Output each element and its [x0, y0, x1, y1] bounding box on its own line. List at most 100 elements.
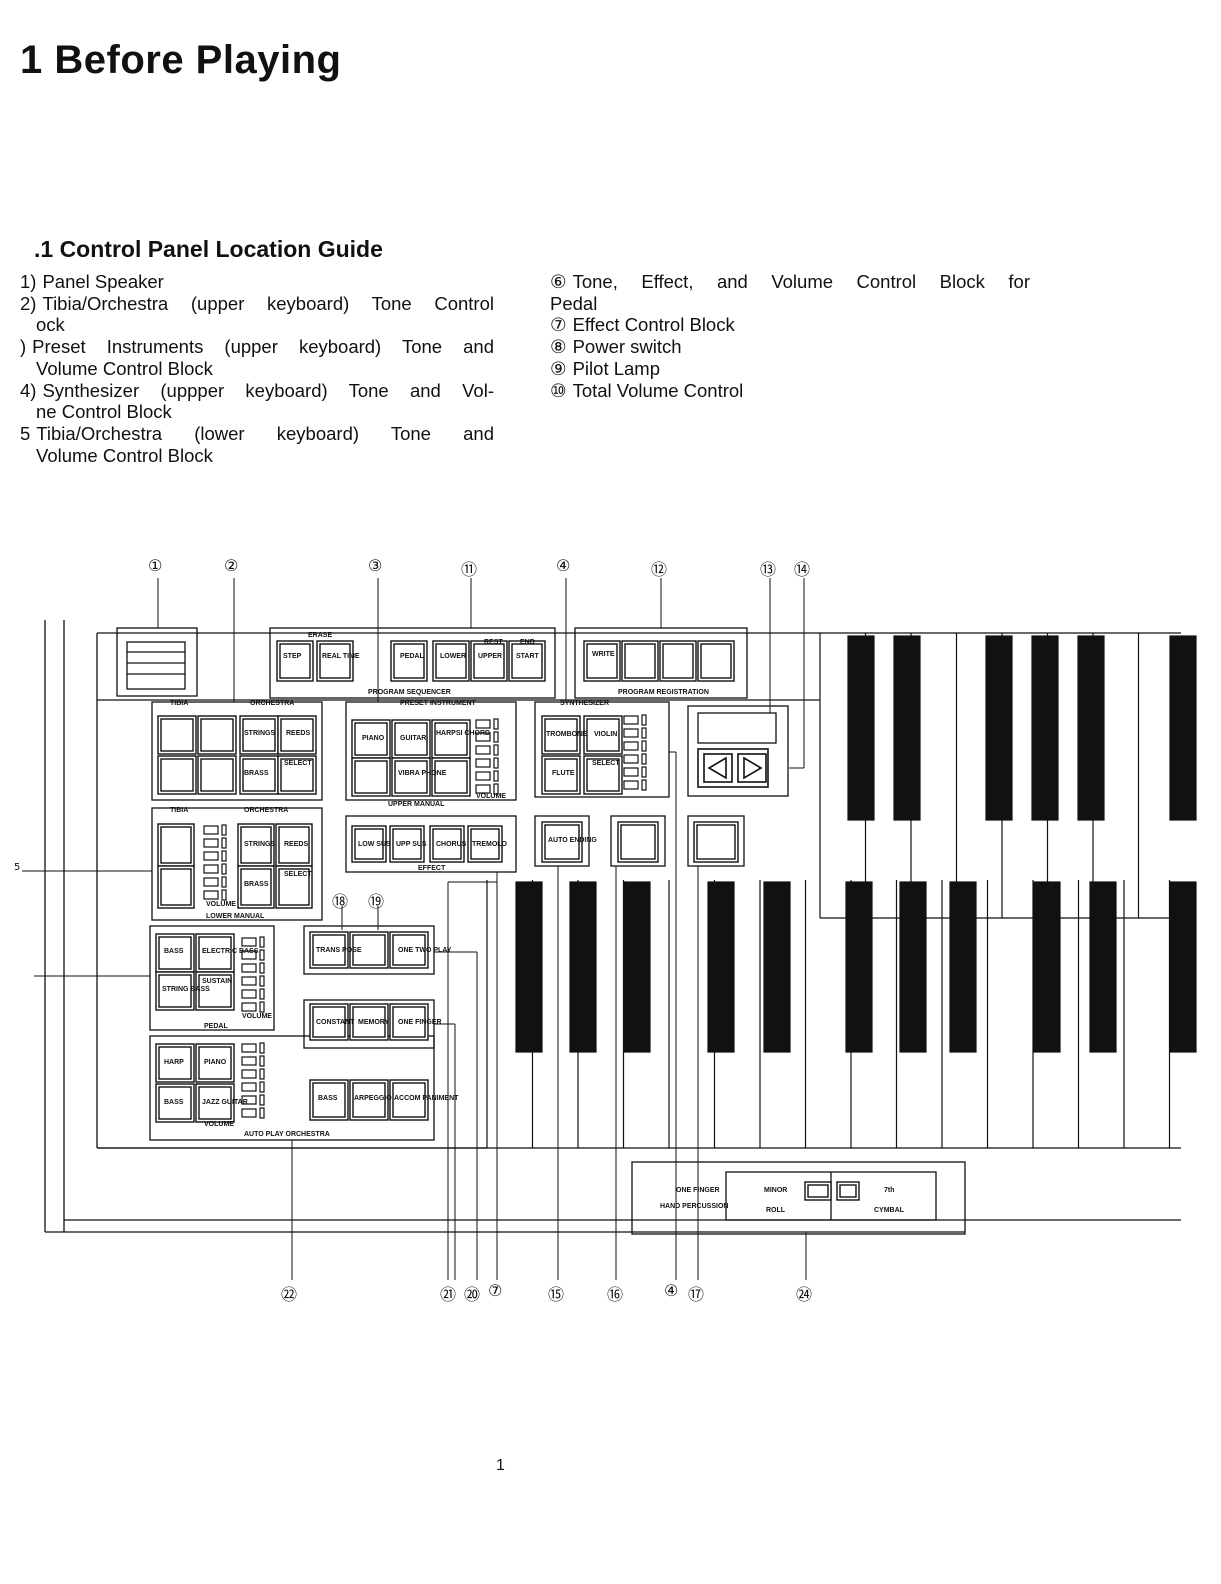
volume-step[interactable]: [475, 784, 491, 794]
panel-button[interactable]: [349, 1003, 389, 1041]
panel-button[interactable]: [195, 1083, 235, 1123]
panel-button[interactable]: [155, 1043, 195, 1083]
black-key[interactable]: [1169, 635, 1197, 821]
black-key[interactable]: [1089, 881, 1117, 1053]
volume-step[interactable]: [241, 1043, 257, 1053]
panel-button[interactable]: [693, 821, 739, 863]
panel-button[interactable]: [195, 933, 235, 973]
panel-button[interactable]: [309, 1079, 349, 1121]
black-key[interactable]: [949, 881, 977, 1053]
panel-button[interactable]: [155, 1083, 195, 1123]
panel-button[interactable]: [351, 719, 391, 759]
volume-step[interactable]: [241, 1108, 257, 1118]
panel-button[interactable]: [621, 640, 659, 682]
panel-button[interactable]: [239, 715, 279, 755]
panel-button[interactable]: [349, 1079, 389, 1121]
volume-step[interactable]: [203, 851, 219, 861]
panel-button[interactable]: [157, 823, 195, 867]
black-key[interactable]: [1031, 635, 1059, 821]
panel-button[interactable]: [467, 825, 503, 863]
panel-button[interactable]: [697, 640, 735, 682]
panel-button[interactable]: [351, 757, 391, 797]
volume-step[interactable]: [241, 1069, 257, 1079]
volume-step[interactable]: [475, 745, 491, 755]
volume-step[interactable]: [203, 838, 219, 848]
volume-step[interactable]: [623, 741, 639, 751]
volume-step[interactable]: [203, 890, 219, 900]
volume-step[interactable]: [241, 963, 257, 973]
volume-step[interactable]: [241, 989, 257, 999]
panel-button[interactable]: [351, 825, 387, 863]
panel-button[interactable]: [391, 757, 431, 797]
black-key[interactable]: [1033, 881, 1061, 1053]
panel-button[interactable]: [155, 971, 195, 1011]
panel-button[interactable]: [276, 640, 314, 682]
black-key[interactable]: [515, 881, 543, 1053]
panel-button[interactable]: [431, 719, 471, 759]
volume-step[interactable]: [475, 719, 491, 729]
volume-step[interactable]: [475, 771, 491, 781]
volume-step[interactable]: [623, 728, 639, 738]
arrow-buttons[interactable]: [697, 748, 769, 788]
panel-button[interactable]: [390, 640, 428, 682]
volume-step[interactable]: [241, 1082, 257, 1092]
black-key[interactable]: [569, 881, 597, 1053]
panel-button[interactable]: [277, 755, 317, 795]
black-key[interactable]: [1077, 635, 1105, 821]
panel-button[interactable]: [309, 931, 349, 969]
panel-button[interactable]: [197, 715, 237, 755]
panel-button[interactable]: [804, 1181, 832, 1201]
volume-step[interactable]: [241, 1002, 257, 1012]
panel-button[interactable]: [389, 1003, 429, 1041]
panel-button[interactable]: [239, 755, 279, 795]
volume-step[interactable]: [203, 877, 219, 887]
black-key[interactable]: [899, 881, 927, 1053]
panel-button[interactable]: [583, 755, 623, 795]
panel-button[interactable]: [389, 1079, 429, 1121]
volume-step[interactable]: [241, 937, 257, 947]
panel-button[interactable]: [316, 640, 354, 682]
panel-button[interactable]: [275, 823, 313, 867]
panel-button[interactable]: [277, 715, 317, 755]
volume-step[interactable]: [623, 780, 639, 790]
volume-step[interactable]: [475, 758, 491, 768]
panel-button[interactable]: [195, 971, 235, 1011]
panel-button[interactable]: [432, 640, 470, 682]
panel-button[interactable]: [309, 1003, 349, 1041]
black-key[interactable]: [623, 881, 651, 1053]
panel-button[interactable]: [275, 865, 313, 909]
panel-button[interactable]: [541, 755, 581, 795]
panel-button[interactable]: [659, 640, 697, 682]
volume-step[interactable]: [623, 715, 639, 725]
panel-button[interactable]: [508, 640, 546, 682]
panel-button[interactable]: [155, 933, 195, 973]
panel-button[interactable]: [157, 755, 197, 795]
panel-button[interactable]: [349, 931, 389, 969]
panel-button[interactable]: [429, 825, 465, 863]
panel-button[interactable]: [431, 757, 471, 797]
panel-button[interactable]: [836, 1181, 860, 1201]
panel-button[interactable]: [197, 755, 237, 795]
panel-button[interactable]: [541, 821, 583, 863]
volume-step[interactable]: [241, 950, 257, 960]
panel-button[interactable]: [389, 825, 425, 863]
panel-button[interactable]: [617, 821, 659, 863]
volume-step[interactable]: [623, 767, 639, 777]
black-key[interactable]: [847, 635, 875, 821]
volume-step[interactable]: [241, 1095, 257, 1105]
volume-step[interactable]: [203, 825, 219, 835]
panel-button[interactable]: [583, 715, 623, 755]
panel-button[interactable]: [583, 640, 621, 682]
black-key[interactable]: [893, 635, 921, 821]
black-key[interactable]: [707, 881, 735, 1053]
panel-button[interactable]: [157, 715, 197, 755]
panel-button[interactable]: [237, 823, 275, 867]
volume-step[interactable]: [623, 754, 639, 764]
panel-button[interactable]: [195, 1043, 235, 1083]
volume-step[interactable]: [203, 864, 219, 874]
black-key[interactable]: [985, 635, 1013, 821]
panel-button[interactable]: [541, 715, 581, 755]
black-key[interactable]: [763, 881, 791, 1053]
volume-step[interactable]: [241, 976, 257, 986]
black-key[interactable]: [1169, 881, 1197, 1053]
